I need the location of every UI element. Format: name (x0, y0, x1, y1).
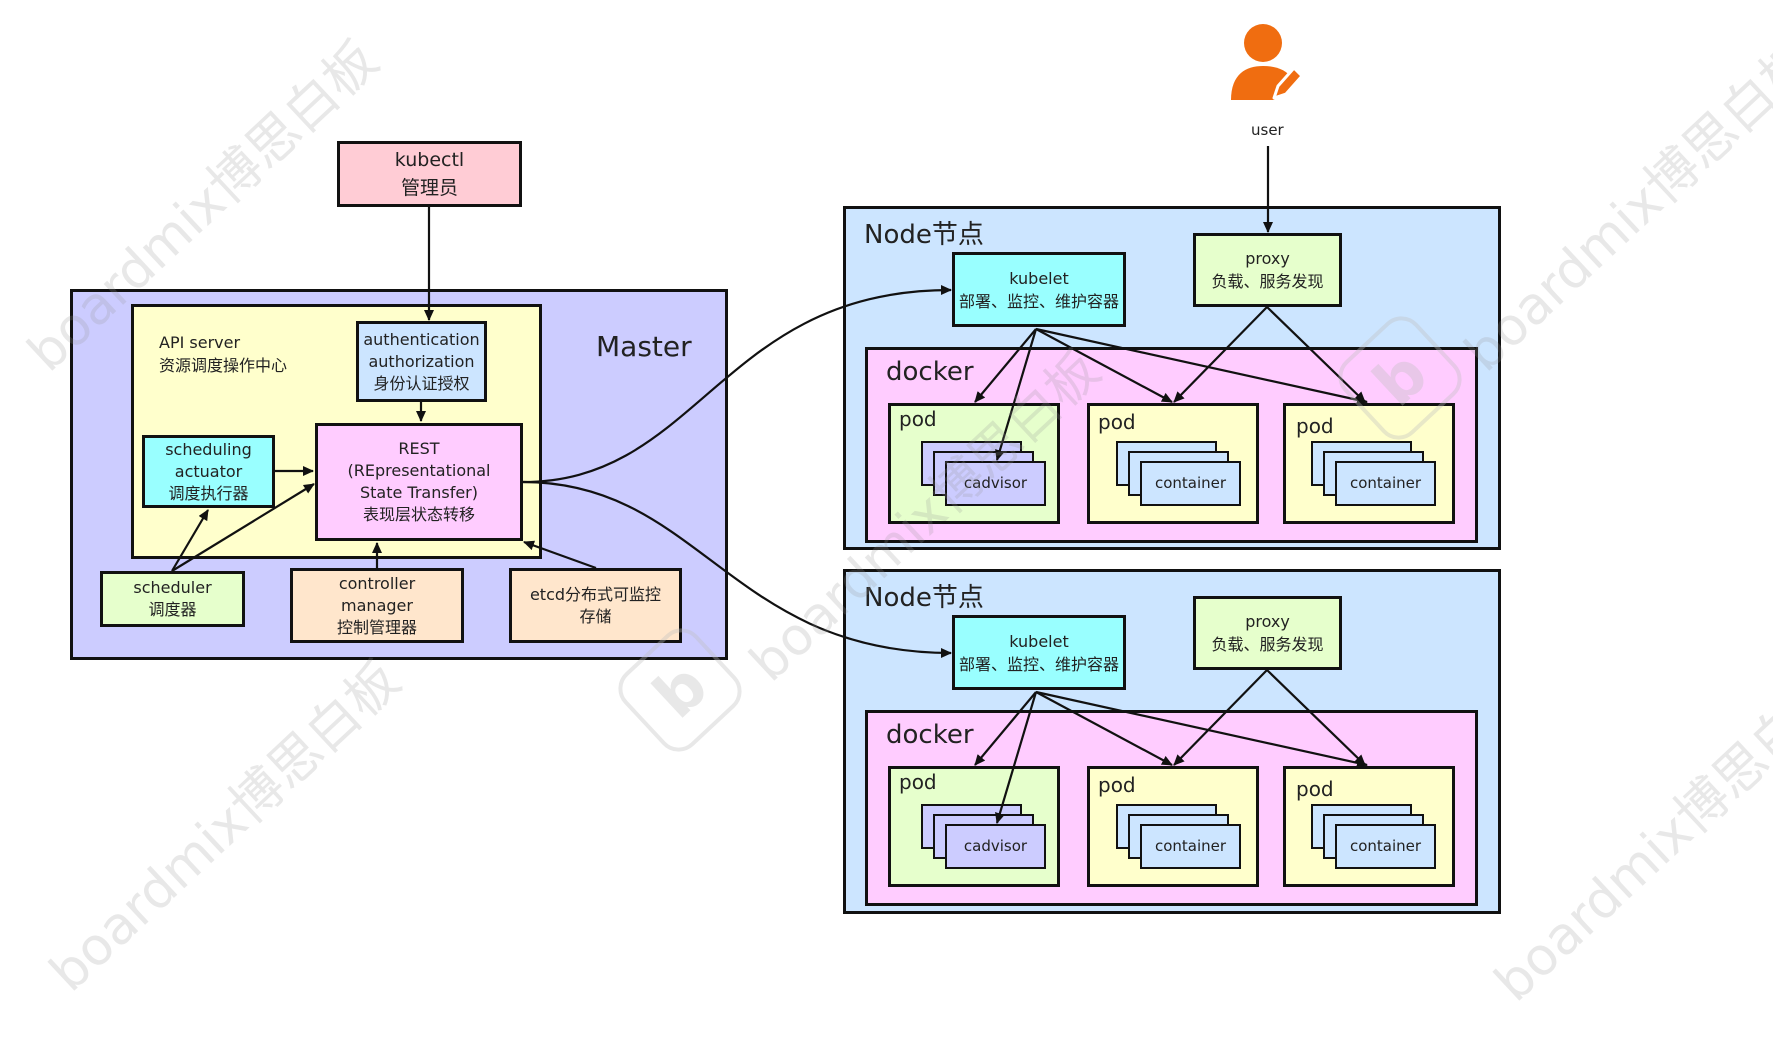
api-server-desc: 资源调度操作中心 (159, 356, 288, 375)
proxy-1-line1: proxy (1245, 249, 1290, 268)
arrow-kubelet2-pod3 (1035, 690, 1368, 768)
rest-line4: 表现层状态转移 (362, 505, 475, 524)
proxy-1-line2: 负载、服务发现 (1211, 272, 1324, 291)
container-box-2-3[interactable]: container (1335, 824, 1436, 869)
auth-box[interactable]: authentication authorization 身份认证授权 (356, 321, 487, 402)
sched-actuator-line1: scheduling (165, 439, 252, 459)
user-label: user (1251, 121, 1284, 139)
kubelet-2-line1: kubelet (1009, 631, 1069, 651)
rest-line3: State Transfer) (359, 483, 478, 502)
api-server-label: API server 资源调度操作中心 (159, 331, 287, 377)
controller-line2: manager (341, 595, 413, 615)
etcd-line1: etcd分布式可监控 (529, 584, 662, 604)
scheduler-box[interactable]: scheduler 调度器 (100, 571, 245, 627)
kubelet-2-line2: 部署、监控、维护容器 (958, 654, 1119, 674)
proxy-box-1[interactable]: proxy 负载、服务发现 (1193, 233, 1342, 307)
controller-line3: 控制管理器 (336, 617, 417, 637)
pod-title-1-3: pod (1296, 414, 1334, 438)
controller-line1: controller (338, 573, 416, 593)
kubelet-1-line1: kubelet (1009, 268, 1069, 288)
container-box-1-2[interactable]: container (1140, 461, 1241, 506)
rest-line1: REST (398, 439, 440, 458)
arrow-rest-kubelet-1 (522, 285, 952, 484)
docker-title-2: docker (886, 720, 974, 750)
user-edit-icon (1228, 22, 1304, 102)
arrow-scheduler-actuator (171, 509, 209, 572)
container-label-1-3: container (1349, 474, 1422, 492)
container-box-1-3[interactable]: container (1335, 461, 1436, 506)
kubectl-line1: kubectl (394, 149, 465, 171)
arrow-scheduler-rest (171, 483, 315, 572)
scheduling-actuator-box[interactable]: scheduling actuator 调度执行器 (142, 435, 275, 508)
scheduler-line1: scheduler (133, 578, 212, 597)
proxy-2-line2: 负载、服务发现 (1211, 635, 1324, 654)
container-label-2-2: container (1154, 837, 1227, 855)
pod-title-2-3: pod (1296, 777, 1334, 801)
arrow-rest-kubelet-2 (522, 480, 952, 658)
sched-actuator-line2: actuator (174, 461, 243, 481)
controller-manager-box[interactable]: controller manager 控制管理器 (290, 568, 464, 643)
rest-line2: (REpresentational (347, 461, 491, 480)
master-title: Master (596, 330, 692, 363)
pod-title-2-1: pod (899, 770, 937, 794)
kubelet-box-1[interactable]: kubelet 部署、监控、维护容器 (952, 252, 1126, 327)
arrow-kubelet2-pod2 (1035, 691, 1173, 766)
scheduler-line2: 调度器 (148, 600, 197, 619)
container-label-2-3: container (1349, 837, 1422, 855)
arrow-kubelet2-cadvisor (995, 691, 1038, 824)
pod-title-1-1: pod (899, 407, 937, 431)
cadvisor-label-1: cadvisor (963, 474, 1028, 492)
auth-line3: 身份认证授权 (373, 373, 470, 393)
arrow-kubelet1-pod3 (1035, 327, 1368, 405)
arrow-proxy2-pod3 (1266, 669, 1366, 766)
node-title-1: Node节点 (864, 220, 984, 250)
arrow-etcd-rest (523, 540, 597, 570)
kubelet-1-line2: 部署、监控、维护容器 (958, 291, 1119, 311)
auth-line1: authentication (363, 329, 480, 349)
proxy-box-2[interactable]: proxy 负载、服务发现 (1193, 596, 1342, 670)
node-title-2: Node节点 (864, 583, 984, 613)
pod-title-1-2: pod (1098, 410, 1136, 434)
container-label-1-2: container (1154, 474, 1227, 492)
arrow-kubelet1-cadvisor (995, 328, 1038, 461)
pod-title-2-2: pod (1098, 773, 1136, 797)
api-server-name: API server (159, 333, 241, 352)
kubelet-box-2[interactable]: kubelet 部署、监控、维护容器 (952, 615, 1126, 690)
container-box-2-2[interactable]: container (1140, 824, 1241, 869)
arrow-proxy1-pod3 (1266, 306, 1366, 403)
sched-actuator-line3: 调度执行器 (168, 483, 249, 503)
auth-line2: authorization (368, 351, 475, 371)
kubectl-line2: 管理员 (400, 177, 458, 199)
proxy-2-line1: proxy (1245, 612, 1290, 631)
cadvisor-box-1[interactable]: cadvisor (945, 461, 1046, 506)
rest-box[interactable]: REST (REpresentational State Transfer) 表… (315, 423, 523, 541)
cadvisor-label-2: cadvisor (963, 837, 1028, 855)
etcd-box[interactable]: etcd分布式可监控 存储 (509, 568, 682, 643)
arrow-kubelet1-pod1 (974, 328, 1037, 403)
kubectl-box[interactable]: kubectl 管理员 (337, 141, 522, 207)
arrow-proxy2-pod2 (1173, 669, 1268, 766)
arrow-kubelet2-pod1 (974, 691, 1037, 766)
arrow-proxy1-pod2 (1173, 306, 1268, 403)
docker-title-1: docker (886, 357, 974, 387)
etcd-line2: 存储 (579, 606, 612, 626)
arrow-kubelet1-pod2 (1035, 328, 1173, 403)
cadvisor-box-2[interactable]: cadvisor (945, 824, 1046, 869)
